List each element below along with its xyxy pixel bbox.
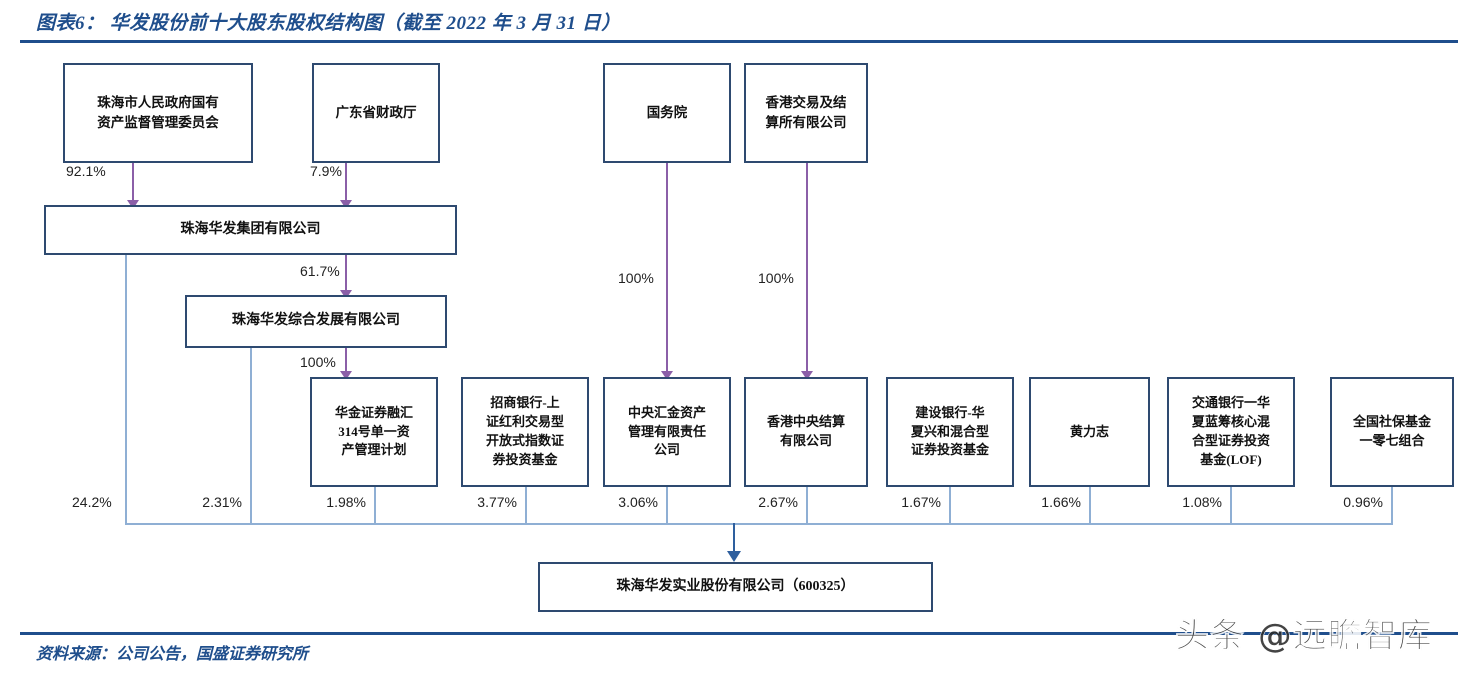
edge-bus-to-listed-company — [733, 523, 735, 555]
edge-guangdong-to-group — [345, 163, 347, 204]
source-note: 资料来源：公司公告，国盛证券研究所 — [36, 646, 309, 663]
edge-hkex-to-hkclearing — [806, 163, 808, 375]
pct-cmb-fund: 3.77% — [477, 494, 517, 510]
node-guangdong-finance: 广东省财政厅 — [312, 63, 440, 163]
holding-line-bocom-fund — [1230, 487, 1232, 524]
pct-huafa-group: 24.2% — [72, 494, 112, 510]
edge-statecouncil-to-huijin — [666, 163, 668, 375]
pct-bocom-fund: 1.08% — [1182, 494, 1222, 510]
arrowhead-bus-to-listed-company — [727, 551, 741, 562]
edge-label-61-7: 61.7% — [300, 263, 340, 279]
arrowhead-statecouncil-to-huijin — [661, 371, 673, 380]
edge-label-100-comprehensive: 100% — [300, 354, 336, 370]
holding-line-hk-clearing — [806, 487, 808, 524]
node-huajin-plan: 华金证券融汇 314号单一资 产管理计划 — [310, 377, 438, 487]
edge-label-100-statecouncil: 100% — [618, 270, 654, 286]
arrowhead-hkex-to-hkclearing — [801, 371, 813, 380]
node-state-council: 国务院 — [603, 63, 731, 163]
node-huafa-comprehensive: 珠海华发综合发展有限公司 — [185, 295, 447, 348]
page-title: 图表6： 华发股份前十大股东股权结构图（截至 2022 年 3 月 31 日） — [36, 13, 621, 34]
holding-line-ssf-107 — [1391, 487, 1393, 524]
footer-divider — [20, 632, 1458, 635]
holding-line-huang-lizhi — [1089, 487, 1091, 524]
node-listed-company: 珠海华发实业股份有限公司（600325） — [538, 562, 933, 612]
holding-line-cmb-fund — [525, 487, 527, 524]
watermark-logo: 头条 @远瞻智库 — [1175, 616, 1433, 657]
pct-huajin-plan: 1.98% — [326, 494, 366, 510]
pct-hk-clearing: 2.67% — [758, 494, 798, 510]
pct-huang-lizhi: 1.66% — [1041, 494, 1081, 510]
holding-line-ccb-fund — [949, 487, 951, 524]
title-divider — [20, 40, 1458, 43]
node-zhuhai-sasac: 珠海市人民政府国有 资产监督管理委员会 — [63, 63, 253, 163]
arrowhead-comprehensive-to-huajin — [340, 371, 352, 380]
arrowhead-guangdong-to-group — [340, 200, 352, 209]
node-huang-lizhi: 黄力志 — [1029, 377, 1150, 487]
pct-huafa-comprehensive: 2.31% — [202, 494, 242, 510]
holding-collector-bus — [125, 523, 1393, 525]
pct-ccb-fund: 1.67% — [901, 494, 941, 510]
pct-ssf-107: 0.96% — [1343, 494, 1383, 510]
node-ssf-107: 全国社保基金 一零七组合 — [1330, 377, 1454, 487]
node-bocom-fund: 交通银行一华 夏蓝筹核心混 合型证券投资 基金(LOF) — [1167, 377, 1295, 487]
node-cmb-fund: 招商银行-上 证红利交易型 开放式指数证 券投资基金 — [461, 377, 589, 487]
edge-label-100-hkex: 100% — [758, 270, 794, 286]
edge-group-to-comprehensive — [345, 255, 347, 294]
node-ccb-fund: 建设银行-华 夏兴和混合型 证券投资基金 — [886, 377, 1014, 487]
holding-line-huafa-group — [125, 255, 127, 524]
arrowhead-sasac-to-group — [127, 200, 139, 209]
holding-line-huafa-comprehensive — [250, 348, 252, 524]
edge-label-92-1: 92.1% — [66, 163, 106, 179]
edge-sasac-to-group — [132, 163, 134, 204]
edge-comprehensive-to-huajin — [345, 348, 347, 375]
arrowhead-group-to-comprehensive — [340, 290, 352, 299]
holding-line-huijin — [666, 487, 668, 524]
node-huafa-group: 珠海华发集团有限公司 — [44, 205, 457, 255]
holding-line-huajin-plan — [374, 487, 376, 524]
edge-label-7-9: 7.9% — [310, 163, 342, 179]
node-hkex: 香港交易及结 算所有限公司 — [744, 63, 868, 163]
node-huijin: 中央汇金资产 管理有限责任 公司 — [603, 377, 731, 487]
node-hk-clearing: 香港中央结算 有限公司 — [744, 377, 868, 487]
pct-huijin: 3.06% — [618, 494, 658, 510]
